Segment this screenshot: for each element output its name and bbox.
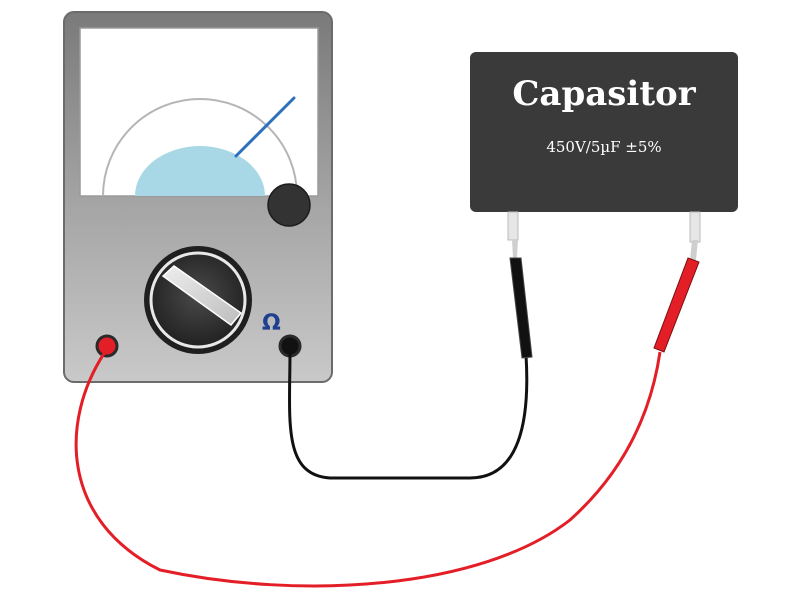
black-probe-body[interactable] <box>509 257 533 359</box>
red-lead-wire <box>74 351 662 588</box>
selector-pointer-icon <box>161 265 243 327</box>
black-lead-wire <box>288 349 529 480</box>
capacitor-rating: 450V/5µF ±5% <box>546 138 661 156</box>
multimeter: Ω <box>63 11 333 383</box>
capacitor-right-terminal <box>689 211 701 243</box>
zero-adjust-knob[interactable] <box>267 183 311 227</box>
range-selector-knob[interactable] <box>144 246 252 354</box>
capacitor-left-terminal <box>507 211 519 241</box>
black-test-lead <box>288 240 533 480</box>
black-probe-tip <box>512 240 518 258</box>
red-probe-body[interactable] <box>653 257 700 353</box>
capacitor-body <box>470 52 738 212</box>
red-input-jack[interactable] <box>95 334 119 358</box>
meter-needle <box>234 96 296 158</box>
capacitor: Capasitor 450V/5µF ±5% <box>470 52 738 243</box>
red-test-lead <box>74 240 700 588</box>
red-probe-tip <box>690 240 698 260</box>
meter-scale-arc <box>102 98 298 197</box>
capacitor-title: Capasitor <box>512 74 696 114</box>
ohm-symbol-label: Ω <box>262 311 281 336</box>
meter-dial-fill <box>135 146 265 196</box>
